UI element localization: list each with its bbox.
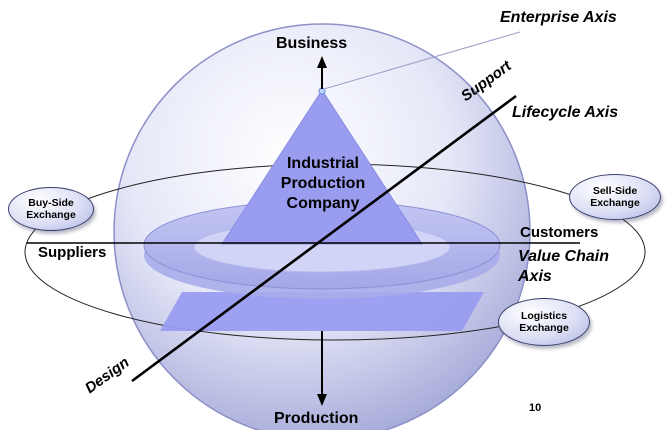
center-title-line2: Production: [280, 175, 366, 192]
buy-side-exchange-node: Buy-Side Exchange: [8, 187, 94, 231]
logistics-exchange-node: Logistics Exchange: [498, 298, 590, 346]
center-title-line1: Industrial: [286, 155, 359, 172]
sell-side-exchange-label: Sell-Side Exchange: [590, 185, 640, 209]
enterprise-axis-label: Enterprise Axis: [500, 9, 617, 26]
value-chain-axis-label: Value Chain Axis: [518, 247, 609, 287]
enterprise-axis-pointer: [323, 31, 521, 90]
suppliers-label: Suppliers: [38, 244, 107, 261]
business-arrowhead: [317, 56, 327, 68]
buy-side-exchange-label: Buy-Side Exchange: [26, 197, 76, 221]
production-arrowhead: [317, 394, 327, 406]
lower-triangle: [160, 292, 484, 331]
center-title: Industrial Production Company: [268, 154, 378, 214]
customers-label: Customers: [520, 224, 599, 241]
business-label: Business: [276, 35, 348, 52]
value-chain-axis-label-line1: Value Chain: [518, 248, 609, 265]
center-title-line3: Company: [286, 195, 360, 212]
sell-side-exchange-node: Sell-Side Exchange: [569, 174, 661, 220]
value-chain-axis-label-line2: Axis: [518, 268, 552, 285]
upper-triangle: [221, 89, 423, 245]
page-number: 10: [529, 402, 542, 414]
lifecycle-axis-line: [131, 94, 517, 383]
lifecycle-axis-label: Lifecycle Axis: [512, 104, 619, 121]
logistics-exchange-label: Logistics Exchange: [519, 310, 569, 334]
production-label: Production: [274, 410, 359, 427]
